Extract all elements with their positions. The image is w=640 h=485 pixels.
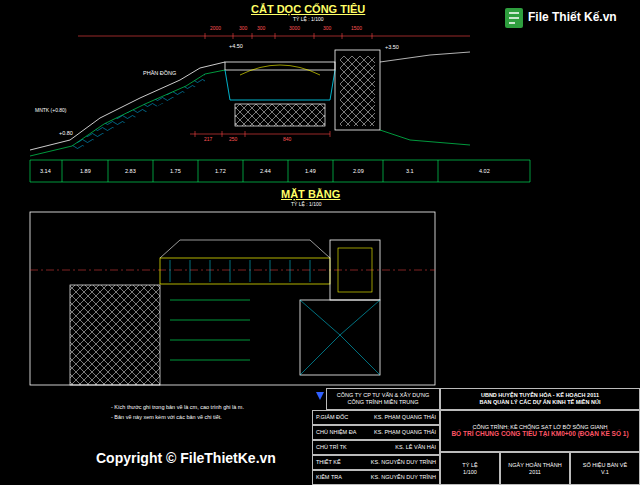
cell-text: CÔNG TRÌNH: KÈ CHỐNG SẠT LỞ BỜ SÔNG GIAN… bbox=[472, 424, 607, 431]
dimension-label: PHẦN ĐỒNG bbox=[142, 70, 177, 76]
note-text: - Bản vẽ này xem kèm với các bản vẽ chi … bbox=[110, 414, 223, 420]
cell-text: SỐ HIỆU BẢN VẼ bbox=[583, 462, 627, 469]
note-text: - Kích thước ghi trong bản vẽ là cm, cao… bbox=[110, 404, 245, 410]
title-block-cell: SỐ HIỆU BẢN VẼV.1 bbox=[570, 452, 640, 485]
cell-text: CÔNG TY CP TƯ VẤN & XÂY DỰNG CÔNG TRÌNH … bbox=[330, 392, 436, 405]
cell-text: CHỦ NHIỆM ĐA bbox=[316, 429, 356, 436]
dimension-label: 2.09 bbox=[352, 168, 365, 174]
title-block-cell: THIẾT KẾ KS. NGUYỄN DUY TRÌNH bbox=[312, 455, 440, 470]
dimension-label: 300 bbox=[256, 26, 266, 32]
dimension-label: 2.83 bbox=[124, 168, 137, 174]
cell-text: P.GIÁM ĐỐC bbox=[316, 414, 348, 421]
dimension-label: +0.80 bbox=[58, 130, 74, 136]
title-block-cell: UBND HUYỆN TUYÊN HÓA - KẾ HOẠCH 2011BAN … bbox=[440, 388, 640, 410]
title-block-cell: CÔNG TY CP TƯ VẤN & XÂY DỰNG CÔNG TRÌNH … bbox=[326, 388, 440, 410]
cell-text: THIẾT KẾ bbox=[316, 459, 341, 466]
dimension-label: 300 bbox=[238, 26, 248, 32]
drawing-title: MẶT BẰNG bbox=[280, 188, 341, 201]
title-block-cell: TỶ LỆ1/100 bbox=[440, 452, 500, 485]
watermark: Copyright © FileThietKe.vn bbox=[95, 450, 277, 466]
cell-text: CHỦ TRÌ TK bbox=[316, 444, 347, 451]
title-block-cell: KIỂM TRA KS. NGUYỄN DUY TRÌNH bbox=[312, 470, 440, 485]
cell-text: KS. NGUYỄN DUY TRÌNH bbox=[371, 474, 436, 481]
cell-text: UBND HUYỆN TUYÊN HÓA - KẾ HOẠCH 2011 bbox=[481, 392, 599, 399]
cell-text: BỐ TRÍ CHUNG CỐNG TIÊU TẠI KM0+00 (ĐOẠN … bbox=[451, 430, 628, 438]
dimension-label: 2000 bbox=[209, 26, 222, 32]
dimension-label: 217 bbox=[203, 137, 213, 143]
dimension-label: 3.14 bbox=[39, 168, 52, 174]
cell-text: KS. NGUYỄN DUY TRÌNH bbox=[371, 459, 436, 466]
dimension-label: 840 bbox=[282, 137, 292, 143]
cell-text: KS. PHẠM QUANG THÁI bbox=[374, 429, 436, 436]
scale-note: TỶ LỆ : 1/100 bbox=[290, 202, 323, 208]
scale-note: TỶ LỆ : 1/100 bbox=[292, 17, 325, 23]
cell-text: TỶ LỆ bbox=[462, 462, 477, 469]
dimension-label: 300 bbox=[322, 26, 332, 32]
dimension-label: 1.75 bbox=[169, 168, 182, 174]
dimension-label: 2.44 bbox=[259, 168, 272, 174]
dimension-label: +3.50 bbox=[384, 44, 400, 50]
dimension-label: 1500 bbox=[350, 26, 363, 32]
title-block-cell: P.GIÁM ĐỐC KS. PHẠM QUANG THÁI bbox=[312, 410, 440, 425]
dimension-label: 3.1 bbox=[405, 168, 415, 174]
title-block-cell: CHỦ TRÌ TK KS. LÊ VĂN HẢI bbox=[312, 440, 440, 455]
cell-text: NGÀY HOÀN THÀNH bbox=[508, 462, 561, 469]
title-block-cell: NGÀY HOÀN THÀNH2011 bbox=[500, 452, 570, 485]
drawing-title: CẮT DỌC CỐNG TIÊU bbox=[250, 3, 366, 16]
logo-text: File Thiết Kế.vn bbox=[527, 11, 618, 25]
cell-text: KIỂM TRA bbox=[316, 474, 342, 481]
cell-text: V.1 bbox=[601, 469, 609, 476]
cell-text: BAN QUẢN LÝ CÁC DỰ ÁN KINH TẾ MIỀN NÚI bbox=[480, 399, 601, 406]
dimension-label: MNTK (+0.80) bbox=[34, 108, 68, 114]
dimension-label: 3000 bbox=[288, 26, 301, 32]
dimension-label: 1.49 bbox=[304, 168, 317, 174]
dimension-label: 1.72 bbox=[214, 168, 227, 174]
cell-text: 2011 bbox=[529, 469, 541, 476]
dimension-label: 250 bbox=[228, 137, 238, 143]
title-block-cell: CHỦ NHIỆM ĐA KS. PHẠM QUANG THÁI bbox=[312, 425, 440, 440]
cell-text: KS. PHẠM QUANG THÁI bbox=[374, 414, 436, 421]
cell-text: 1/100 bbox=[463, 469, 477, 476]
dimension-label: 4.02 bbox=[478, 168, 491, 174]
dimension-label: +4.50 bbox=[228, 43, 244, 49]
dimension-label: 1.89 bbox=[79, 168, 92, 174]
cell-text: KS. LÊ VĂN HẢI bbox=[395, 444, 436, 451]
title-block-cell: CÔNG TRÌNH: KÈ CHỐNG SẠT LỞ BỜ SÔNG GIAN… bbox=[440, 410, 640, 452]
